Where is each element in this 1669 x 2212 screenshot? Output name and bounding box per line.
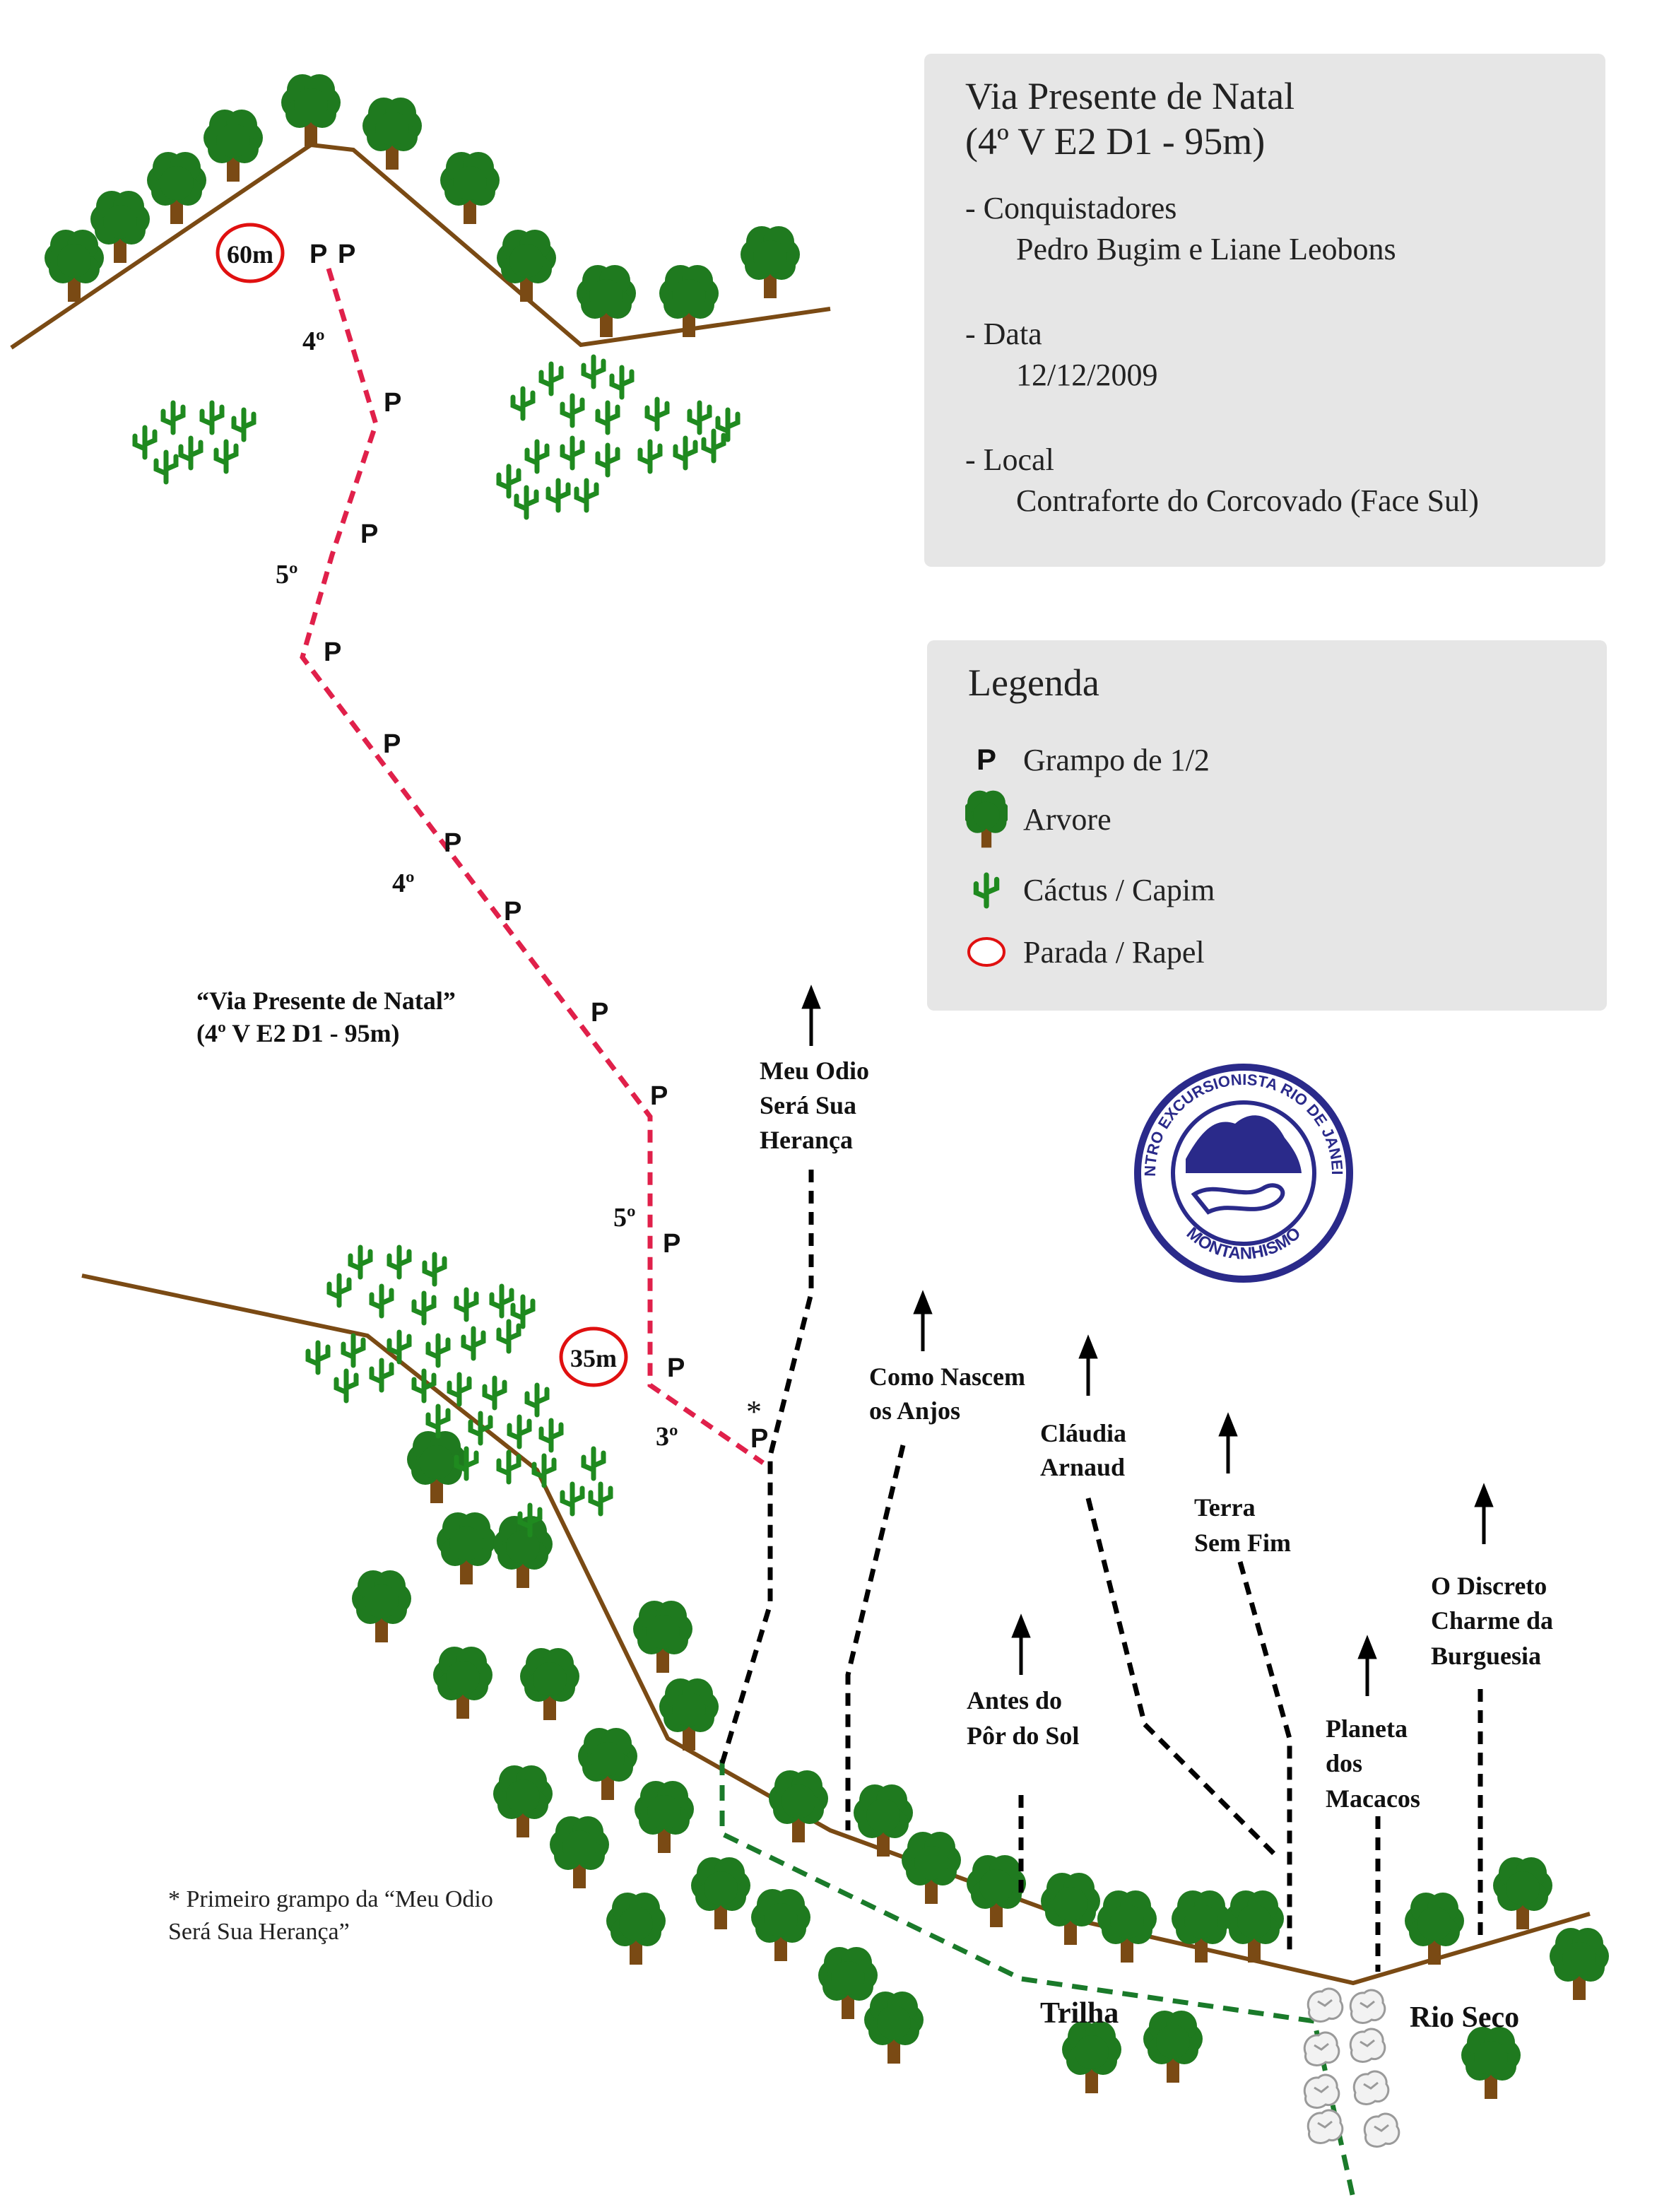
trees-bottom xyxy=(352,1431,1609,2099)
route-label-terra-sem-fim: Terra Sem Fim xyxy=(1194,1493,1291,1557)
circle-icon xyxy=(965,929,1008,975)
data-label: - Data xyxy=(965,317,1042,351)
svg-text:Arnaud: Arnaud xyxy=(1040,1453,1125,1481)
route-line-como-nascem xyxy=(845,1445,906,1830)
bolt-icon: P xyxy=(750,1424,768,1454)
bolt-icon: P xyxy=(324,637,341,667)
svg-text:O Discreto: O Discreto xyxy=(1431,1572,1547,1600)
route-info-panel: Via Presente de Natal (4º V E2 D1 - 95m)… xyxy=(924,54,1605,567)
svg-text:Como Nascem: Como Nascem xyxy=(869,1363,1025,1391)
route-label-antes-do-por-do-sol: Antes do Pôr do Sol xyxy=(967,1686,1079,1750)
bolt-icon: P xyxy=(309,240,327,269)
bolt-icon: P xyxy=(360,519,378,549)
svg-text:“Via Presente de Natal”: “Via Presente de Natal” xyxy=(196,987,456,1015)
trees-top xyxy=(45,74,800,337)
svg-text:Pôr do Sol: Pôr do Sol xyxy=(967,1722,1079,1750)
local-value: Contraforte do Corcovado (Face Sul) xyxy=(1016,483,1479,518)
route-label-como-nascem: Como Nascem os Anjos xyxy=(869,1363,1025,1425)
pitch-grades: 4º 5º 4º 5º 3º xyxy=(276,326,678,1452)
cactus-cluster-bottom xyxy=(308,1247,611,1535)
svg-text:60m: 60m xyxy=(227,240,273,269)
bolt-icon: P xyxy=(444,828,461,858)
conquistadores-value: Pedro Bugim e Liane Leobons xyxy=(1016,232,1396,266)
arrow-meu-odio xyxy=(801,984,821,1046)
arrow-terra-sem-fim xyxy=(1218,1412,1238,1473)
svg-text:Antes do: Antes do xyxy=(967,1686,1062,1714)
tree-icon xyxy=(965,790,1008,848)
legend-panel: Legenda P Grampo de 1/2 Arvore Cáctus / … xyxy=(927,640,1607,1011)
svg-text:35m: 35m xyxy=(570,1344,617,1372)
arrow-planeta-dos-macacos xyxy=(1357,1635,1377,1696)
legend-title: Legenda xyxy=(968,661,1099,704)
svg-text:Macacos: Macacos xyxy=(1326,1784,1420,1813)
cactus-cluster-left xyxy=(135,403,254,482)
svg-text:dos: dos xyxy=(1326,1749,1362,1777)
svg-text:(4º V E2 D1 - 95m): (4º V E2 D1 - 95m) xyxy=(196,1019,400,1047)
svg-text:Cláudia: Cláudia xyxy=(1040,1419,1126,1447)
route-title: Via Presente de Natal xyxy=(965,75,1295,117)
bolt-icon: P xyxy=(338,240,355,269)
legend-item-cactus: Cáctus / Capim xyxy=(965,865,1215,914)
trail-path xyxy=(719,1760,1356,2199)
pitch-grade-label: 5º xyxy=(276,560,298,589)
station-35m: 35m xyxy=(559,1326,628,1387)
bolt-icon: P xyxy=(667,1353,685,1383)
pitch-grade-label: 4º xyxy=(302,326,325,356)
trail-label: Trilha xyxy=(1040,1997,1119,2030)
svg-text:Será Sua: Será Sua xyxy=(760,1091,856,1119)
pitch-grade-label: 4º xyxy=(392,869,415,898)
river-rocks xyxy=(1303,1987,1400,2148)
svg-text:Herança: Herança xyxy=(760,1126,853,1154)
svg-text:Burguesia: Burguesia xyxy=(1431,1642,1541,1670)
legend-item-station: Parada / Rapel xyxy=(965,927,1205,977)
bolt-icon: P xyxy=(591,998,608,1028)
bolt-icon: P xyxy=(383,729,401,759)
svg-text:Será Sua Herança”: Será Sua Herança” xyxy=(168,1919,350,1945)
river-label: Rio Seco xyxy=(1410,2001,1519,2034)
svg-text:Charme da: Charme da xyxy=(1431,1606,1553,1635)
svg-text:Terra: Terra xyxy=(1194,1493,1256,1522)
route-label-o-discreto: O Discreto Charme da Burguesia xyxy=(1431,1572,1553,1670)
bolts: P P P P P P P P P P P P P xyxy=(309,240,768,1454)
arrow-antes-do-por-do-sol xyxy=(1011,1613,1031,1675)
bolt-icon: P xyxy=(384,388,401,418)
svg-text:os Anjos: os Anjos xyxy=(869,1396,960,1425)
asterisk-marker: * xyxy=(746,1394,762,1429)
legend-item-bolt: P Grampo de 1/2 xyxy=(965,735,1210,784)
bolt-icon: P xyxy=(976,743,996,776)
main-route-line xyxy=(300,267,765,1465)
conquistadores-label: - Conquistadores xyxy=(965,191,1177,225)
legend-item-tree: Arvore xyxy=(965,790,1111,848)
ridge-line-bottom xyxy=(81,1273,1591,1986)
svg-text:* Primeiro grampo da “Meu Odio: * Primeiro grampo da “Meu Odio xyxy=(168,1886,493,1912)
bolt-icon: P xyxy=(663,1229,680,1259)
route-line-terra-sem-fim xyxy=(1237,1561,1292,1958)
ridge-line-top xyxy=(10,142,831,350)
data-value: 12/12/2009 xyxy=(1016,358,1158,392)
pitch-grade-label: 5º xyxy=(613,1203,636,1233)
pitch-grade-label: 3º xyxy=(656,1422,678,1452)
cactus-icon xyxy=(965,867,1008,912)
bolt-icon: P xyxy=(650,1081,668,1111)
svg-text:Sem Fim: Sem Fim xyxy=(1194,1529,1291,1557)
route-labels: Meu Odio Será Sua Herança Como Nascem os… xyxy=(760,1057,1553,1813)
route-label-meu-odio: Meu Odio Será Sua Herança xyxy=(760,1057,869,1154)
arrow-o-discreto xyxy=(1474,1483,1494,1544)
footnote: * Primeiro grampo da “Meu Odio Será Sua … xyxy=(168,1886,493,1945)
arrow-como-nascem xyxy=(913,1290,933,1351)
route-label-planeta-dos-macacos: Planeta dos Macacos xyxy=(1326,1714,1420,1813)
svg-text:Planeta: Planeta xyxy=(1326,1714,1408,1743)
other-routes xyxy=(719,1170,1483,1972)
route-arrows xyxy=(801,984,1494,1696)
svg-text:Meu Odio: Meu Odio xyxy=(760,1057,869,1085)
local-label: - Local xyxy=(965,442,1054,477)
arrow-claudia-arnaud xyxy=(1078,1334,1098,1396)
route-grade: (4º V E2 D1 - 95m) xyxy=(965,120,1266,163)
bolt-icon: P xyxy=(504,897,521,926)
route-name-label: “Via Presente de Natal” (4º V E2 D1 - 95… xyxy=(196,987,456,1047)
route-label-claudia-arnaud: Cláudia Arnaud xyxy=(1040,1419,1126,1481)
station-60m: 60m xyxy=(216,223,285,283)
route-line-meu-odio xyxy=(719,1170,814,1765)
cactus-cluster-right xyxy=(499,357,738,517)
